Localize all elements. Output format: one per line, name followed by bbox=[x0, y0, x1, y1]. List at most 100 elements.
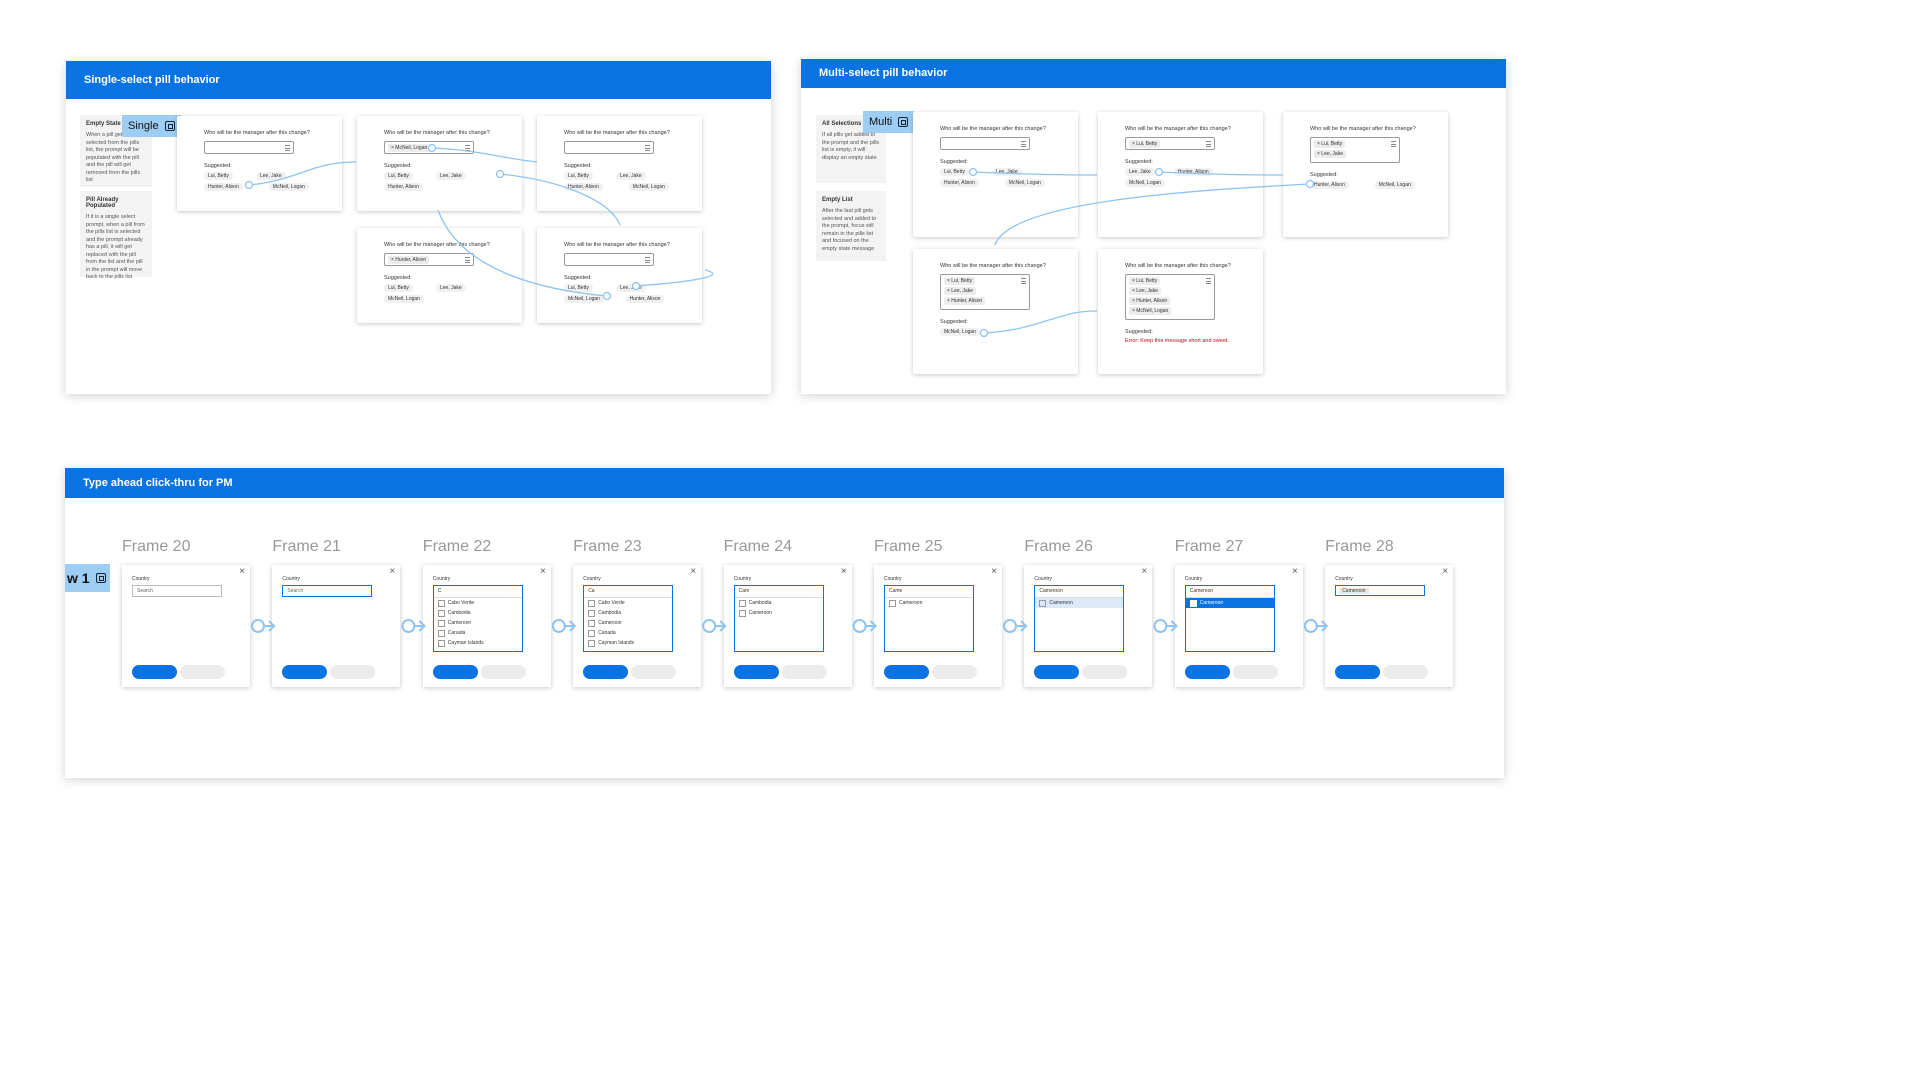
country-option[interactable]: Cambodia bbox=[584, 608, 672, 618]
country-option[interactable]: Canada bbox=[584, 628, 672, 638]
secondary-button[interactable] bbox=[631, 665, 677, 679]
prompt-input[interactable] bbox=[564, 141, 654, 154]
close-icon[interactable]: × bbox=[239, 566, 245, 577]
input-pill[interactable]: × Lui, Betty bbox=[1314, 140, 1346, 148]
flow-tag[interactable]: Multi bbox=[863, 111, 915, 133]
prompt-input[interactable]: × Lui, Betty × Lee, Jake × Hunter, Alison bbox=[940, 274, 1030, 310]
input-pill[interactable]: × Lee, Jake bbox=[1314, 150, 1346, 158]
prompt-input[interactable]: × Lui, Betty bbox=[1125, 137, 1215, 150]
prompt-input[interactable]: × Lui, Betty × Lee, Jake bbox=[1310, 137, 1400, 163]
secondary-button[interactable] bbox=[1383, 665, 1429, 679]
prompt-input[interactable]: × Lui, Betty × Lee, Jake × Hunter, Alison ×… bbox=[1125, 274, 1215, 320]
checkbox-icon[interactable] bbox=[738, 609, 746, 617]
suggested-pill[interactable]: Lui, Betty bbox=[384, 172, 413, 180]
checkbox-icon[interactable] bbox=[437, 639, 445, 647]
input-pill[interactable]: × Hunter, Alison bbox=[1129, 297, 1171, 305]
primary-button[interactable] bbox=[884, 665, 929, 679]
country-option[interactable]: Cayman Islands bbox=[434, 638, 522, 648]
suggested-pill[interactable]: McNeil, Logan bbox=[1374, 181, 1415, 189]
country-input[interactable]: C bbox=[433, 586, 522, 598]
suggested-pill[interactable]: Lee, Jake bbox=[256, 172, 286, 180]
country-input[interactable]: Cameroon bbox=[1035, 586, 1124, 598]
secondary-button[interactable] bbox=[330, 665, 376, 679]
country-option[interactable]: Cameroon bbox=[584, 618, 672, 628]
country-option[interactable]: Cayman Islands bbox=[584, 638, 672, 648]
suggested-pill[interactable]: Lee, Jake bbox=[436, 172, 466, 180]
input-pill[interactable]: × Lui, Betty bbox=[1129, 277, 1161, 285]
checkbox-icon[interactable] bbox=[437, 599, 445, 607]
input-pill[interactable]: × Lee, Jake bbox=[1129, 287, 1161, 295]
suggested-pill[interactable]: Lee, Jake bbox=[1125, 168, 1155, 176]
input-pill[interactable]: × Lee, Jake bbox=[944, 287, 976, 295]
country-option[interactable]: Cameroon bbox=[885, 598, 973, 608]
prompt-input[interactable] bbox=[204, 141, 294, 154]
close-icon[interactable]: × bbox=[690, 566, 697, 577]
input-pill[interactable]: × Hunter, Alison bbox=[388, 256, 430, 264]
primary-button[interactable] bbox=[1184, 665, 1230, 679]
suggested-pill[interactable]: McNeil, Logan bbox=[384, 295, 424, 303]
country-option[interactable]: Cabo Verde bbox=[584, 598, 672, 608]
country-option[interactable]: Cameroon bbox=[735, 608, 823, 618]
checkbox-icon[interactable] bbox=[889, 599, 896, 607]
suggested-pill[interactable]: Hunter, Alison bbox=[940, 179, 979, 187]
checkbox-icon[interactable] bbox=[437, 619, 445, 627]
country-input[interactable]: Came bbox=[885, 586, 973, 598]
country-option[interactable]: Cameroon bbox=[434, 618, 522, 628]
input-pill[interactable]: × McNeil, Logan bbox=[388, 144, 431, 152]
checkbox-icon[interactable] bbox=[588, 639, 596, 647]
close-icon[interactable]: × bbox=[840, 566, 847, 577]
primary-button[interactable] bbox=[733, 665, 779, 679]
prompt-input[interactable]: × Hunter, Alison bbox=[384, 253, 474, 266]
suggested-pill[interactable]: Lee, Jake bbox=[616, 172, 646, 180]
primary-button[interactable] bbox=[132, 665, 177, 679]
country-option[interactable]: Cameroon bbox=[1035, 598, 1124, 608]
suggested-pill[interactable]: McNeil, Logan bbox=[564, 295, 604, 303]
primary-button[interactable] bbox=[1335, 665, 1381, 679]
suggested-pill[interactable]: Hunter, Alison bbox=[384, 183, 423, 191]
suggested-pill[interactable]: McNeil, Logan bbox=[268, 183, 309, 191]
input-pill[interactable]: × Lui, Betty bbox=[944, 277, 976, 285]
close-icon[interactable]: × bbox=[1442, 566, 1449, 577]
checkbox-icon[interactable] bbox=[588, 609, 596, 617]
input-pill[interactable]: × Lui, Betty bbox=[1129, 140, 1161, 148]
country-input[interactable]: Ca bbox=[584, 586, 673, 598]
secondary-button[interactable] bbox=[180, 665, 225, 679]
input-pill[interactable]: × McNeil, Logan bbox=[1129, 307, 1172, 315]
country-input[interactable]: Search bbox=[282, 585, 373, 597]
suggested-pill[interactable]: Hunter, Alison bbox=[1310, 181, 1349, 189]
country-input[interactable]: Cameroon bbox=[1185, 586, 1274, 598]
suggested-pill[interactable]: Hunter, Alison bbox=[1173, 168, 1213, 176]
suggested-pill[interactable]: Lui, Betty bbox=[204, 172, 233, 180]
country-input[interactable]: Cameroon bbox=[1335, 585, 1426, 596]
primary-button[interactable] bbox=[1034, 665, 1080, 679]
flow-tag[interactable]: Single bbox=[122, 115, 181, 137]
suggested-pill[interactable]: McNeil, Logan bbox=[628, 183, 669, 191]
checkbox-icon[interactable] bbox=[1039, 599, 1047, 607]
prompt-input[interactable] bbox=[940, 137, 1030, 150]
country-input[interactable]: Cam bbox=[734, 586, 823, 598]
primary-button[interactable] bbox=[282, 665, 328, 679]
prompt-input[interactable]: × McNeil, Logan bbox=[384, 141, 474, 154]
suggested-pill[interactable]: Lui, Betty bbox=[564, 172, 593, 180]
country-option[interactable]: Cambodia bbox=[434, 608, 522, 618]
country-option[interactable]: Cameroon bbox=[1185, 598, 1274, 608]
suggested-pill[interactable]: McNeil, Logan bbox=[1125, 179, 1165, 187]
checkbox-icon[interactable] bbox=[437, 629, 445, 637]
suggested-pill[interactable]: Lee, Jake bbox=[616, 284, 646, 292]
primary-button[interactable] bbox=[583, 665, 629, 679]
close-icon[interactable]: × bbox=[991, 566, 997, 577]
close-icon[interactable]: × bbox=[1141, 566, 1148, 577]
suggested-pill[interactable]: Hunter, Alison bbox=[625, 295, 665, 303]
prompt-input[interactable] bbox=[564, 253, 654, 266]
suggested-pill[interactable]: Hunter, Alison bbox=[564, 183, 603, 191]
suggested-pill[interactable]: Lui, Betty bbox=[940, 168, 969, 176]
suggested-pill[interactable]: Lee, Jake bbox=[436, 284, 466, 292]
secondary-button[interactable] bbox=[480, 665, 526, 679]
secondary-button[interactable] bbox=[781, 665, 827, 679]
input-pill[interactable]: × Hunter, Alison bbox=[944, 297, 986, 305]
checkbox-icon[interactable] bbox=[738, 599, 746, 607]
country-input[interactable]: Search bbox=[132, 585, 222, 597]
suggested-pill[interactable]: McNeil, Logan bbox=[1004, 179, 1045, 187]
